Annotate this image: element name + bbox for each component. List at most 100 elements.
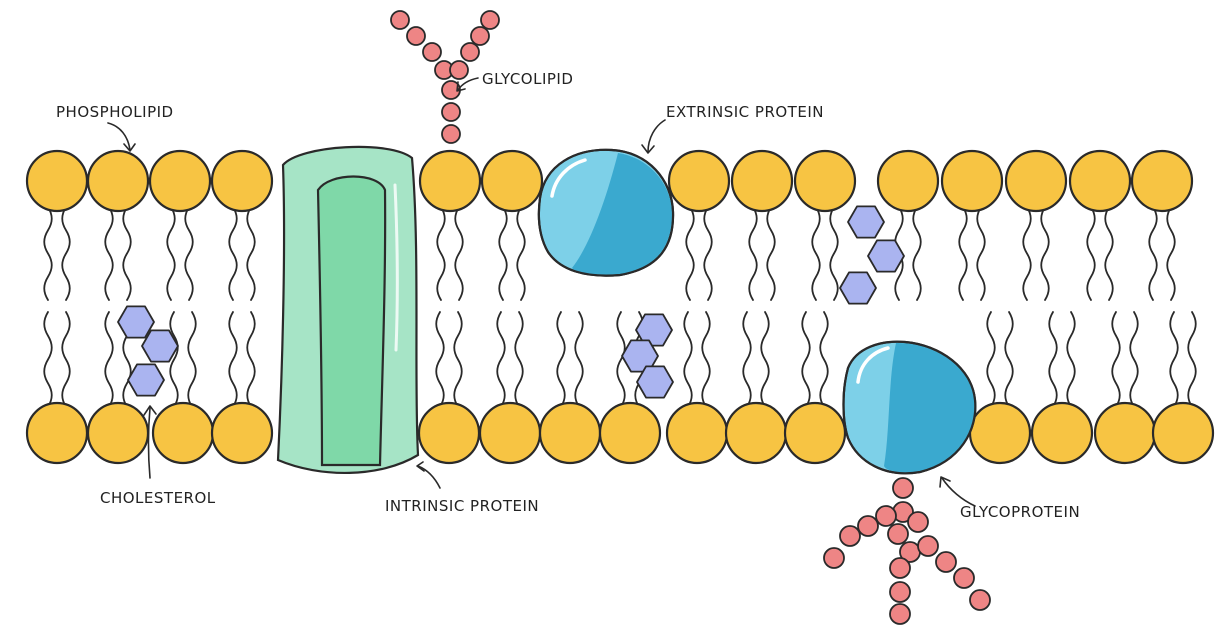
carbohydrate-bead bbox=[824, 548, 844, 568]
phospholipid-head bbox=[27, 151, 87, 211]
carbohydrate-bead bbox=[461, 43, 479, 61]
phospholipid-head bbox=[942, 151, 1002, 211]
lipid-tail bbox=[247, 207, 255, 300]
lipid-tail bbox=[913, 207, 921, 300]
cholesterol-ring bbox=[637, 366, 673, 397]
lipid-tail bbox=[557, 312, 565, 407]
lipid-tail bbox=[167, 207, 175, 300]
phospholipid-head bbox=[212, 403, 272, 463]
lipid-tail bbox=[185, 207, 193, 300]
lipid-tail bbox=[812, 207, 820, 300]
lipid-tail bbox=[820, 312, 828, 407]
phospholipid-head bbox=[150, 151, 210, 211]
phospholipid-head bbox=[1032, 403, 1092, 463]
lipid-tail bbox=[684, 312, 692, 407]
phospholipid-head bbox=[669, 151, 729, 211]
lipid-tail bbox=[437, 207, 445, 300]
lipid-tail bbox=[977, 207, 985, 300]
lipid-tail bbox=[575, 312, 583, 407]
extrinsic-protein-pointer bbox=[648, 120, 665, 152]
cholesterol-molecules bbox=[118, 206, 904, 397]
lipid-tail bbox=[515, 312, 523, 407]
lipid-tail bbox=[1170, 312, 1178, 407]
carbohydrate-bead bbox=[391, 11, 409, 29]
phospholipid-head bbox=[600, 403, 660, 463]
phospholipid-head bbox=[878, 151, 938, 211]
lipid-tail bbox=[830, 207, 838, 300]
cholesterol-ring bbox=[848, 206, 884, 237]
lipid-tail bbox=[1149, 207, 1157, 300]
lipid-tail bbox=[44, 207, 52, 300]
phospholipid-head bbox=[726, 403, 786, 463]
glycoprotein-label: GLYCOPROTEIN bbox=[960, 503, 1080, 521]
carbohydrate-bead bbox=[450, 61, 468, 79]
lipid-tail bbox=[1049, 312, 1057, 407]
carbohydrate-bead bbox=[890, 604, 910, 624]
phospholipid-head bbox=[970, 403, 1030, 463]
lipid-tail bbox=[247, 312, 255, 407]
phospholipid-head bbox=[1132, 151, 1192, 211]
lipid-tail bbox=[987, 312, 995, 407]
carbohydrate-bead bbox=[481, 11, 499, 29]
intrinsic-protein bbox=[278, 147, 418, 473]
lipid-tail bbox=[1167, 207, 1175, 300]
carbohydrate-bead bbox=[936, 552, 956, 572]
carbohydrate-bead bbox=[423, 43, 441, 61]
phospholipid-head bbox=[540, 403, 600, 463]
lipid-tail bbox=[229, 207, 237, 300]
carbohydrate-bead bbox=[442, 125, 460, 143]
carbohydrate-bead bbox=[893, 478, 913, 498]
lipid-tail bbox=[686, 207, 694, 300]
extrinsic-protein-label: EXTRINSIC PROTEIN bbox=[666, 103, 824, 121]
carbohydrate-bead bbox=[890, 558, 910, 578]
carbohydrate-bead bbox=[876, 506, 896, 526]
lipid-tail bbox=[170, 312, 178, 407]
phospholipid-head bbox=[88, 151, 148, 211]
carbohydrate-bead bbox=[970, 590, 990, 610]
carbohydrate-bead bbox=[840, 526, 860, 546]
lipid-tail bbox=[454, 312, 462, 407]
cholesterol-ring bbox=[840, 272, 876, 303]
phospholipid-head bbox=[795, 151, 855, 211]
lipid-tail bbox=[1130, 312, 1138, 407]
lipid-tail bbox=[1067, 312, 1075, 407]
phospholipid-head bbox=[420, 151, 480, 211]
lipid-tail bbox=[188, 312, 196, 407]
phospholipid-head bbox=[785, 403, 845, 463]
carbohydrate-bead bbox=[908, 512, 928, 532]
lipid-tail bbox=[62, 207, 70, 300]
glycoprotein-pointer bbox=[942, 478, 975, 506]
phospholipid-head bbox=[482, 151, 542, 211]
phospholipid-head bbox=[1153, 403, 1213, 463]
phospholipid-head bbox=[1006, 151, 1066, 211]
phospholipid-head bbox=[153, 403, 213, 463]
lipid-tail bbox=[1023, 207, 1031, 300]
phospholipid-head bbox=[27, 403, 87, 463]
carbohydrate-bead bbox=[858, 516, 878, 536]
lipid-tail bbox=[455, 207, 463, 300]
intrinsic-protein-label: INTRINSIC PROTEIN bbox=[385, 497, 539, 515]
phospholipid-head bbox=[88, 403, 148, 463]
carbohydrate-bead bbox=[442, 103, 460, 121]
cholesterol-ring bbox=[142, 330, 178, 361]
lipid-tail bbox=[959, 207, 967, 300]
cholesterol-ring bbox=[868, 240, 904, 271]
lipid-tail bbox=[499, 207, 507, 300]
lipid-tail bbox=[1105, 207, 1113, 300]
lipid-tail bbox=[123, 207, 131, 300]
lipid-tail bbox=[802, 312, 810, 407]
phospholipid-head bbox=[212, 151, 272, 211]
lipid-tail bbox=[436, 312, 444, 407]
carbohydrate-bead bbox=[918, 536, 938, 556]
glycolipid-label: GLYCOLIPID bbox=[482, 70, 573, 88]
phospholipid-head bbox=[1070, 151, 1130, 211]
cholesterol-label: CHOLESTEROL bbox=[100, 489, 216, 507]
glycolipid-pointer bbox=[458, 78, 478, 90]
lipid-tail bbox=[62, 312, 70, 407]
phospholipid-head bbox=[480, 403, 540, 463]
phospholipid-head bbox=[1095, 403, 1155, 463]
extrinsic-protein bbox=[539, 150, 673, 276]
lipid-tail bbox=[1188, 312, 1196, 407]
lipid-tail bbox=[761, 312, 769, 407]
